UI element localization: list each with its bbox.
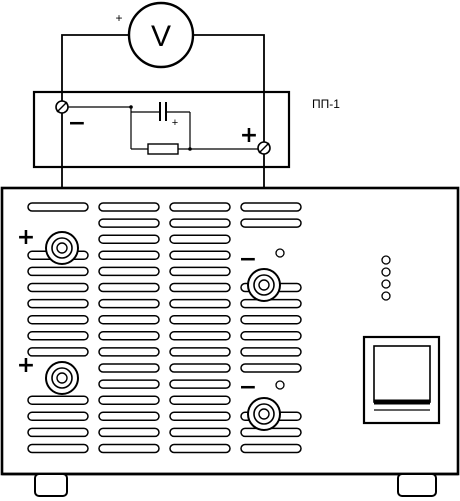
vent-slot [98,395,160,405]
supply-foot-right [397,473,437,497]
vent-slot [98,250,160,261]
vent-slot [240,363,302,373]
vent-slot [240,314,302,325]
vent-slot [98,427,160,438]
vent-slot [27,298,89,309]
vent-slot [98,443,160,454]
vent-slot [169,314,231,325]
vent-slot [240,331,302,341]
vent-slot [98,218,160,228]
supply-housing [0,186,460,476]
vent-slot [27,411,89,422]
voltmeter-symbol: V [151,20,171,53]
terminal-out1-plus[interactable] [45,231,79,265]
module-plus-sign: + [240,123,258,148]
vent-slot [169,443,231,454]
vent-slot [240,298,302,309]
vent-slot [98,314,160,325]
vent-slot [169,379,231,389]
ventilation-slots [27,202,302,454]
wire-voltmeter-left [61,34,129,107]
module-pp1: ПП-1 − + + [32,90,340,169]
vent-slot [169,411,231,422]
vent-slot [98,282,160,293]
vent-slot [240,347,302,357]
vent-slot [169,282,231,293]
vent-slot [169,250,231,261]
vent-slot [27,443,89,454]
vent-slot [240,427,302,438]
vent-slot [98,298,160,309]
vent-slot [169,395,231,405]
vent-slot [169,266,231,277]
terminal-out2-plus-sign: + [17,353,35,378]
indicator-led [381,255,391,265]
indicator-led [381,267,391,277]
resistor [147,143,179,155]
vent-slot [27,282,89,293]
led-out1 [275,248,285,258]
supply-foot-left [34,473,68,497]
terminal-out1-minus-sign: − [239,247,257,272]
voltmeter-plus-label: + [115,11,122,25]
power-supply: + − + − [0,186,460,497]
vent-slot [169,347,231,357]
wire-voltmeter-right [193,34,265,148]
vent-slot [98,331,160,341]
module-label: ПП-1 [312,97,340,111]
vent-slot [169,234,231,244]
vent-slot [169,427,231,438]
module-terminal-plus [257,141,271,155]
terminal-out1-plus-sign: + [17,225,35,250]
vent-slot [169,331,231,341]
vent-slot [27,347,89,357]
indicator-led [381,291,391,301]
junction-dot [129,105,133,109]
vent-slot [98,347,160,357]
vent-slot [240,202,302,212]
vent-slot [98,411,160,422]
terminal-out1-minus[interactable] [247,268,281,302]
vent-slot [240,443,302,454]
indicator-column [381,255,391,301]
vent-slot [27,331,89,341]
module-circuit [68,106,258,150]
vent-slot [240,218,302,228]
terminal-out2-minus-sign: − [239,375,257,400]
junction-dot [188,147,192,151]
vent-slot [98,234,160,244]
vent-slot [169,218,231,228]
vent-slot [169,363,231,373]
vent-slot [98,379,160,389]
terminal-out2-plus[interactable] [45,361,79,395]
led-out2 [275,380,285,390]
capacitor-plus-label: + [172,117,178,129]
module-terminal-minus [55,100,69,114]
vent-slot [27,202,89,212]
power-switch[interactable] [362,335,441,425]
vent-slot [169,298,231,309]
vent-slot [98,202,160,212]
capacitor: + [159,102,178,129]
module-minus-sign: − [68,111,86,136]
vent-slot [27,314,89,325]
vent-slot [27,395,89,405]
vent-slot [27,427,89,438]
vent-slot [169,202,231,212]
indicator-led [381,279,391,289]
vent-slot [98,266,160,277]
vent-slot [27,266,89,277]
vent-slot [98,363,160,373]
terminal-out2-minus[interactable] [247,397,281,431]
